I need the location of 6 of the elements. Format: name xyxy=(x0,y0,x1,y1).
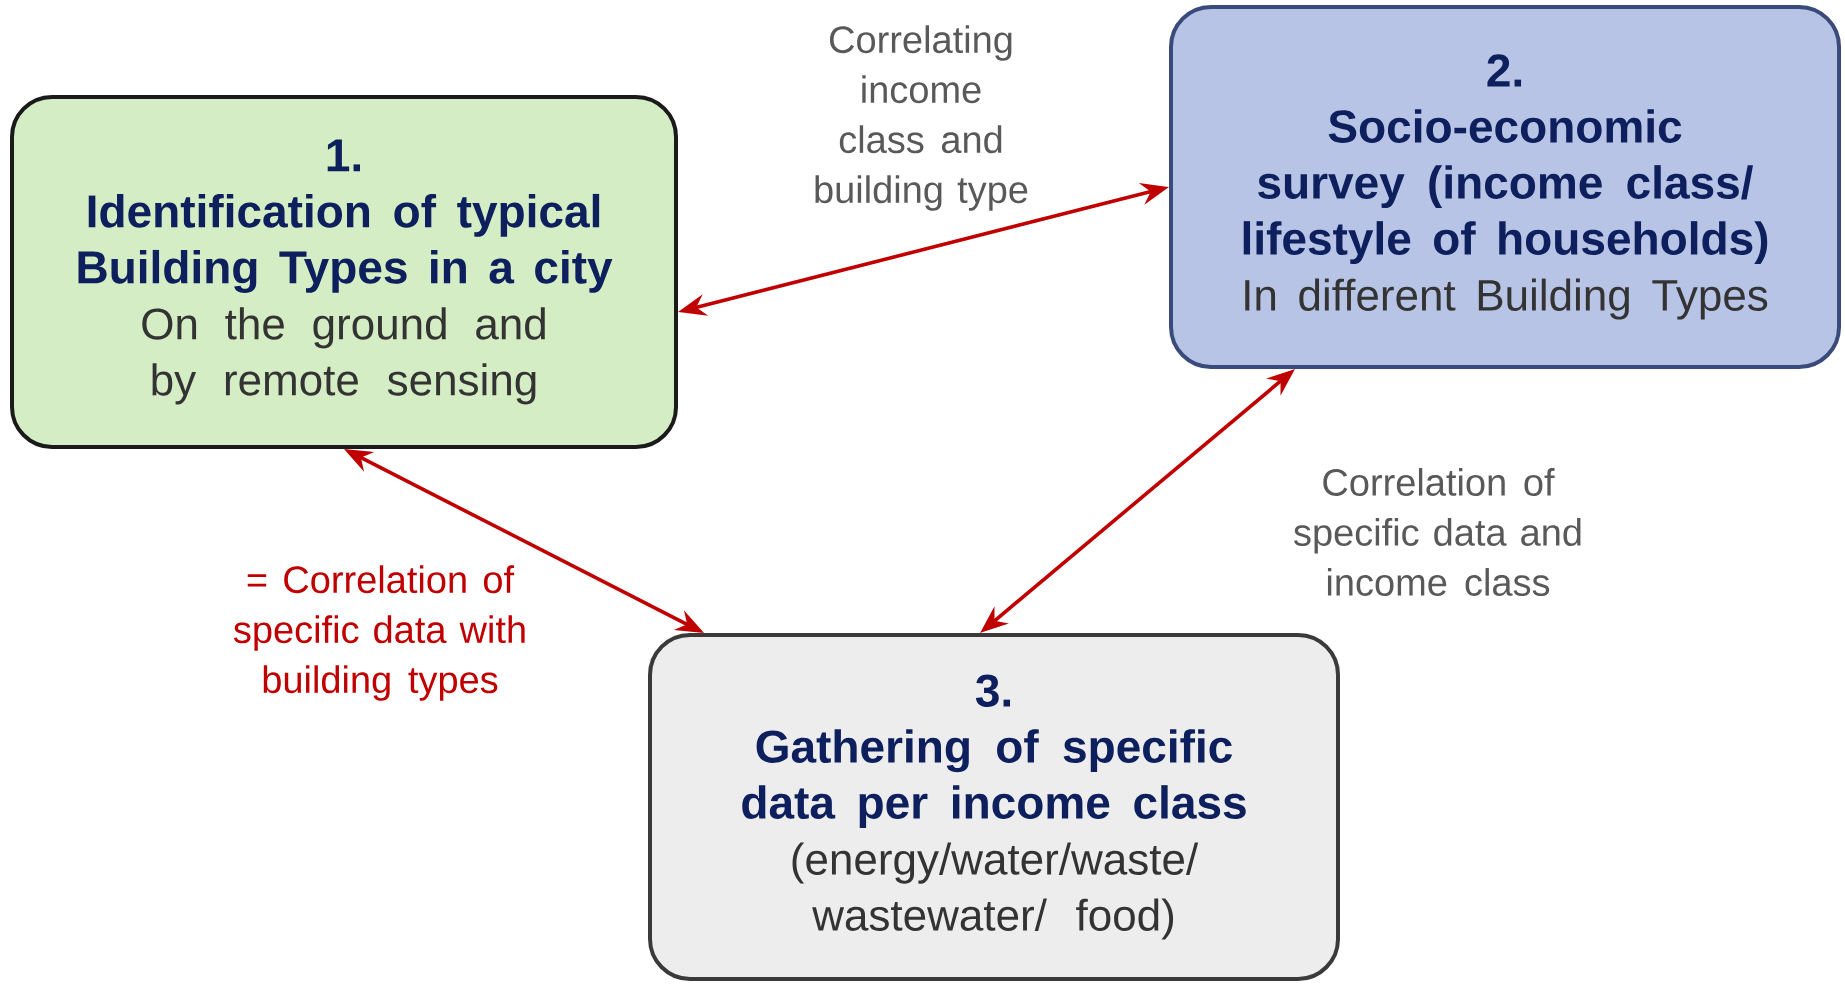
process-box: 1. Identification of typical Building Types in a city On the ground and by remote sensing xyxy=(10,95,678,449)
edge-label: Correlating income class and building type xyxy=(815,25,1028,211)
process-box: 2. Socio-economic survey (income class/ lifestyle of households) In different Building Types xyxy=(1169,5,1841,369)
edge-label: Correlation of specific data and income class xyxy=(1294,468,1581,596)
process-box: 3. Gathering of specific data per income class (energy/water/waste/ wastewater/ food) xyxy=(648,633,1340,981)
edge-label: = Correlation of specific data with building types xyxy=(233,565,525,701)
